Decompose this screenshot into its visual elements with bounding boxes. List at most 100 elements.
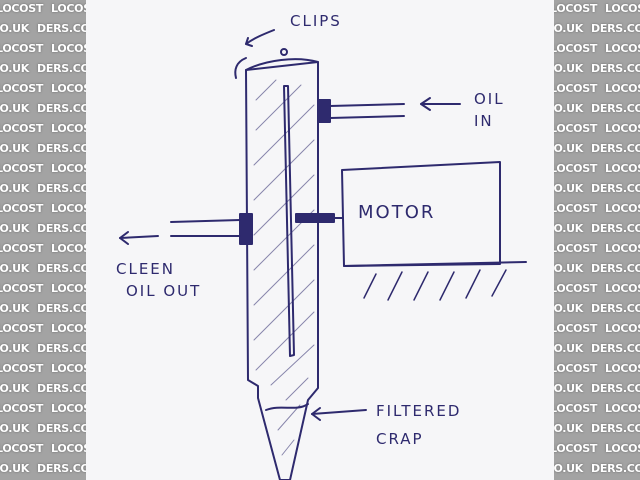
watermark-row: LOCOSTLOCOSTLOCOST bbox=[0, 202, 86, 222]
cylinder-body bbox=[245, 58, 319, 480]
watermark-text: DERS.CO.UK bbox=[591, 182, 640, 195]
watermark-text: LOCOST bbox=[554, 242, 598, 255]
watermark-text: LOCOST bbox=[51, 42, 86, 55]
ground-hatch bbox=[363, 269, 507, 301]
watermark-text: DERS.CO.UK bbox=[0, 102, 30, 115]
watermark-row: LOCOSTLOCOSTLOCOST bbox=[554, 122, 640, 142]
watermark-row: LOCOSTLOCOSTLOCOST bbox=[554, 442, 640, 462]
watermark-text: LOCOST bbox=[51, 202, 86, 215]
watermark-row: LOCOSTLOCOSTLOCOST bbox=[0, 322, 86, 342]
watermark-text: LOCOST bbox=[0, 162, 44, 175]
watermark-text: LOCOST bbox=[51, 82, 86, 95]
oil-out-arrowhead bbox=[119, 231, 129, 245]
watermark-row: LOCOSTLOCOSTLOCOST bbox=[554, 82, 640, 102]
label-clean-oil-1: CLEEN bbox=[116, 260, 176, 278]
watermark-text: LOCOST bbox=[554, 2, 598, 15]
watermark-row: LOCOSTLOCOSTLOCOST bbox=[554, 2, 640, 22]
oil-out-arrow bbox=[119, 235, 159, 239]
oil-in-port bbox=[317, 99, 331, 123]
centrifuge-sketch bbox=[119, 29, 527, 480]
watermark-row: LOCOSTLOCOSTLOCOST bbox=[554, 42, 640, 62]
watermark-row: LOCOSTLOCOSTLOCOST bbox=[0, 162, 86, 182]
watermark-text: DERS.CO.UK bbox=[554, 22, 584, 35]
sediment-line bbox=[265, 403, 309, 411]
watermark-text: LOCOST bbox=[51, 442, 86, 455]
watermark-text: LOCOST bbox=[605, 122, 640, 135]
watermark-text: DERS.CO.UK bbox=[37, 182, 86, 195]
watermark-text: DERS.CO.UK bbox=[554, 262, 584, 275]
watermark-text: DERS.CO.UK bbox=[554, 182, 584, 195]
watermark-row: LOCOSTLOCOSTLOCOST bbox=[0, 402, 86, 422]
watermark-row: LOCOSTLOCOSTLOCOST bbox=[554, 402, 640, 422]
watermark-text: DERS.CO.UK bbox=[554, 342, 584, 355]
motor-box bbox=[341, 161, 501, 267]
label-clips: CLIPS bbox=[290, 12, 342, 30]
watermark-text: LOCOST bbox=[605, 82, 640, 95]
watermark-text: LOCOST bbox=[0, 202, 44, 215]
watermark-text: DERS.CO.UK bbox=[591, 22, 640, 35]
watermark-text: LOCOST bbox=[51, 2, 86, 15]
filtered-arrow bbox=[311, 409, 367, 415]
watermark-text: LOCOST bbox=[0, 122, 44, 135]
watermark-text: LOCOST bbox=[605, 402, 640, 415]
watermark-text: DERS.CO.UK bbox=[0, 22, 30, 35]
watermark-text: DERS.CO.UK bbox=[591, 382, 640, 395]
inner-tube bbox=[283, 85, 295, 357]
watermark-row: LOCOSTLOCOSTLOCOST bbox=[0, 82, 86, 102]
label-oil-in-1: OIL bbox=[474, 90, 505, 108]
watermark-text: LOCOST bbox=[554, 442, 598, 455]
clips-arrow bbox=[245, 29, 275, 45]
watermark-text: DERS.CO.UK bbox=[37, 462, 86, 475]
watermark-text: DERS.CO.UK bbox=[591, 342, 640, 355]
watermark-text: LOCOST bbox=[0, 402, 44, 415]
watermark-text: LOCOST bbox=[554, 82, 598, 95]
watermark-text: LOCOST bbox=[605, 242, 640, 255]
watermark-text: DERS.CO.UK bbox=[0, 182, 30, 195]
watermark-row: LOCOSTLOCOSTLOCOST bbox=[554, 162, 640, 182]
watermark-text: DERS.CO.UK bbox=[591, 302, 640, 315]
watermark-text: LOCOST bbox=[605, 322, 640, 335]
watermark-text: DERS.CO.UK bbox=[591, 262, 640, 275]
watermark-text: DERS.CO.UK bbox=[0, 302, 30, 315]
watermark-text: DERS.CO.UK bbox=[554, 382, 584, 395]
watermark-text: DERS.CO.UK bbox=[554, 102, 584, 115]
watermark-text: LOCOST bbox=[51, 282, 86, 295]
watermark-text: DERS.CO.UK bbox=[37, 102, 86, 115]
watermark-text: LOCOST bbox=[554, 362, 598, 375]
watermark-text: DERS.CO.UK bbox=[554, 302, 584, 315]
watermark-text: DERS.CO.UK bbox=[0, 222, 30, 235]
watermark-row: LOCOSTLOCOSTLOCOST bbox=[554, 282, 640, 302]
watermark-text: LOCOST bbox=[51, 362, 86, 375]
watermark-text: LOCOST bbox=[605, 282, 640, 295]
watermark-text: LOCOST bbox=[51, 242, 86, 255]
watermark-text: DERS.CO.UK bbox=[0, 262, 30, 275]
watermark-text: LOCOST bbox=[605, 42, 640, 55]
label-filtered-2: CRAP bbox=[376, 430, 424, 448]
watermark-row: LOCOSTLOCOSTLOCOST bbox=[0, 282, 86, 302]
watermark-text: LOCOST bbox=[51, 322, 86, 335]
watermark-text: LOCOST bbox=[554, 42, 598, 55]
clip-knob bbox=[280, 48, 288, 56]
watermark-row: LOCOSTLOCOSTLOCOST bbox=[0, 362, 86, 382]
watermark-row: LOCOSTLOCOSTLOCOST bbox=[0, 442, 86, 462]
watermark-text: DERS.CO.UK bbox=[0, 62, 30, 75]
watermark-text: LOCOST bbox=[0, 442, 44, 455]
watermark-row: LOCOSTLOCOSTLOCOST bbox=[554, 242, 640, 262]
watermark-text: DERS.CO.UK bbox=[0, 422, 30, 435]
clip-hook bbox=[234, 57, 247, 79]
watermark-text: LOCOST bbox=[0, 242, 44, 255]
watermark-text: DERS.CO.UK bbox=[37, 422, 86, 435]
watermark-text: LOCOST bbox=[605, 202, 640, 215]
watermark-text: LOCOST bbox=[51, 162, 86, 175]
